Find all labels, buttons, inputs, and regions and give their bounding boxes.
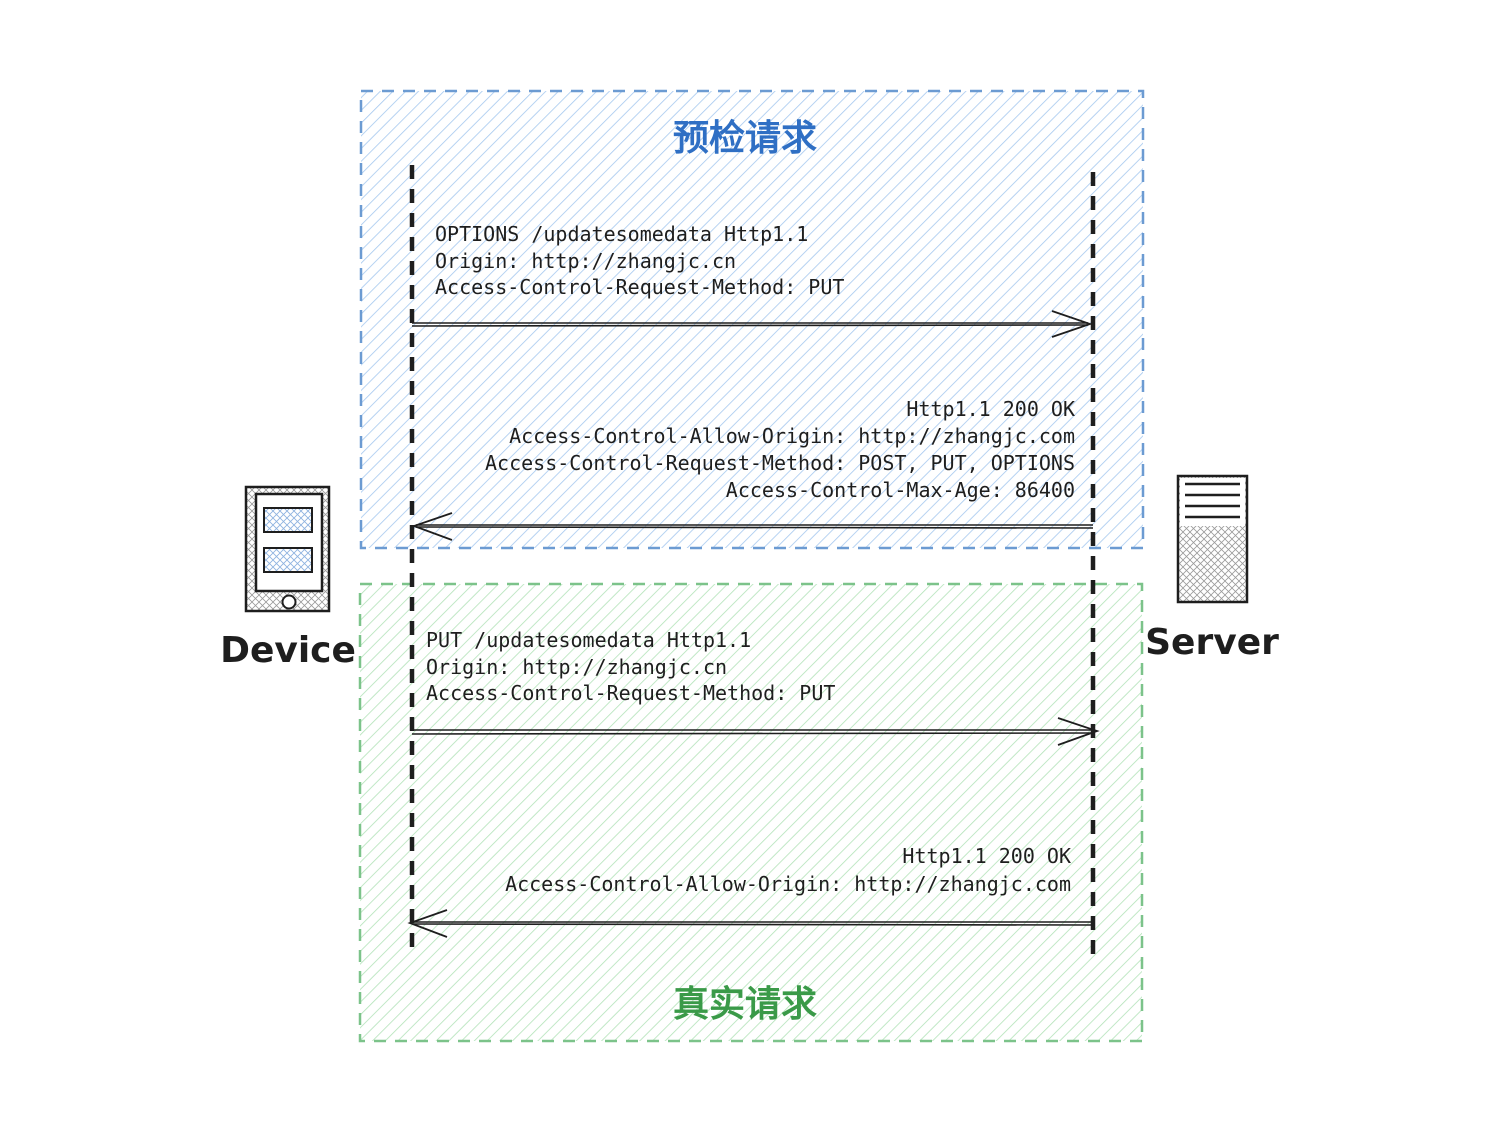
actual-request-line: Origin: http://zhangjc.cn [426,655,727,679]
preflight-request-line: Origin: http://zhangjc.cn [435,249,736,273]
preflight-response-line: Access-Control-Max-Age: 86400 [726,478,1075,502]
actual-request-title: 真实请求 [673,984,817,1025]
actual-request-group: 真实请求 [358,582,1144,1043]
actual-response-line: Http1.1 200 OK [902,844,1071,868]
preflight-title: 预检请求 [673,118,817,159]
preflight-response-line: Http1.1 200 OK [906,397,1075,421]
actual-request-message: PUT /updatesomedata Http1.1 Origin: http… [426,628,835,705]
actual-response-arrow [407,909,1094,938]
preflight-response-line: Access-Control-Request-Method: POST, PUT… [485,451,1075,475]
preflight-response-line: Access-Control-Allow-Origin: http://zhan… [509,424,1075,448]
preflight-region [359,89,1145,550]
actual-request-line: Access-Control-Request-Method: PUT [426,681,835,705]
preflight-request-message: OPTIONS /updatesomedata Http1.1 Origin: … [435,222,844,299]
preflight-request-arrow [411,310,1093,338]
preflight-request-line: OPTIONS /updatesomedata Http1.1 [435,222,808,246]
server-tower-icon [1176,474,1249,604]
device-label: Device [220,630,356,671]
preflight-response-arrow [411,512,1094,541]
preflight-request-line: Access-Control-Request-Method: PUT [435,275,844,299]
preflight-response-message: Http1.1 200 OK Access-Control-Allow-Orig… [485,397,1075,502]
mobile-device-icon [244,485,331,613]
actual-response-message: Http1.1 200 OK Access-Control-Allow-Orig… [505,844,1071,896]
actual-request-arrow [411,717,1100,746]
actual-response-line: Access-Control-Allow-Origin: http://zhan… [505,872,1071,896]
actual-request-region [358,582,1144,1043]
actual-request-line: PUT /updatesomedata Http1.1 [426,628,751,652]
preflight-group: 预检请求 [359,89,1145,550]
server-label: Server [1145,622,1279,663]
